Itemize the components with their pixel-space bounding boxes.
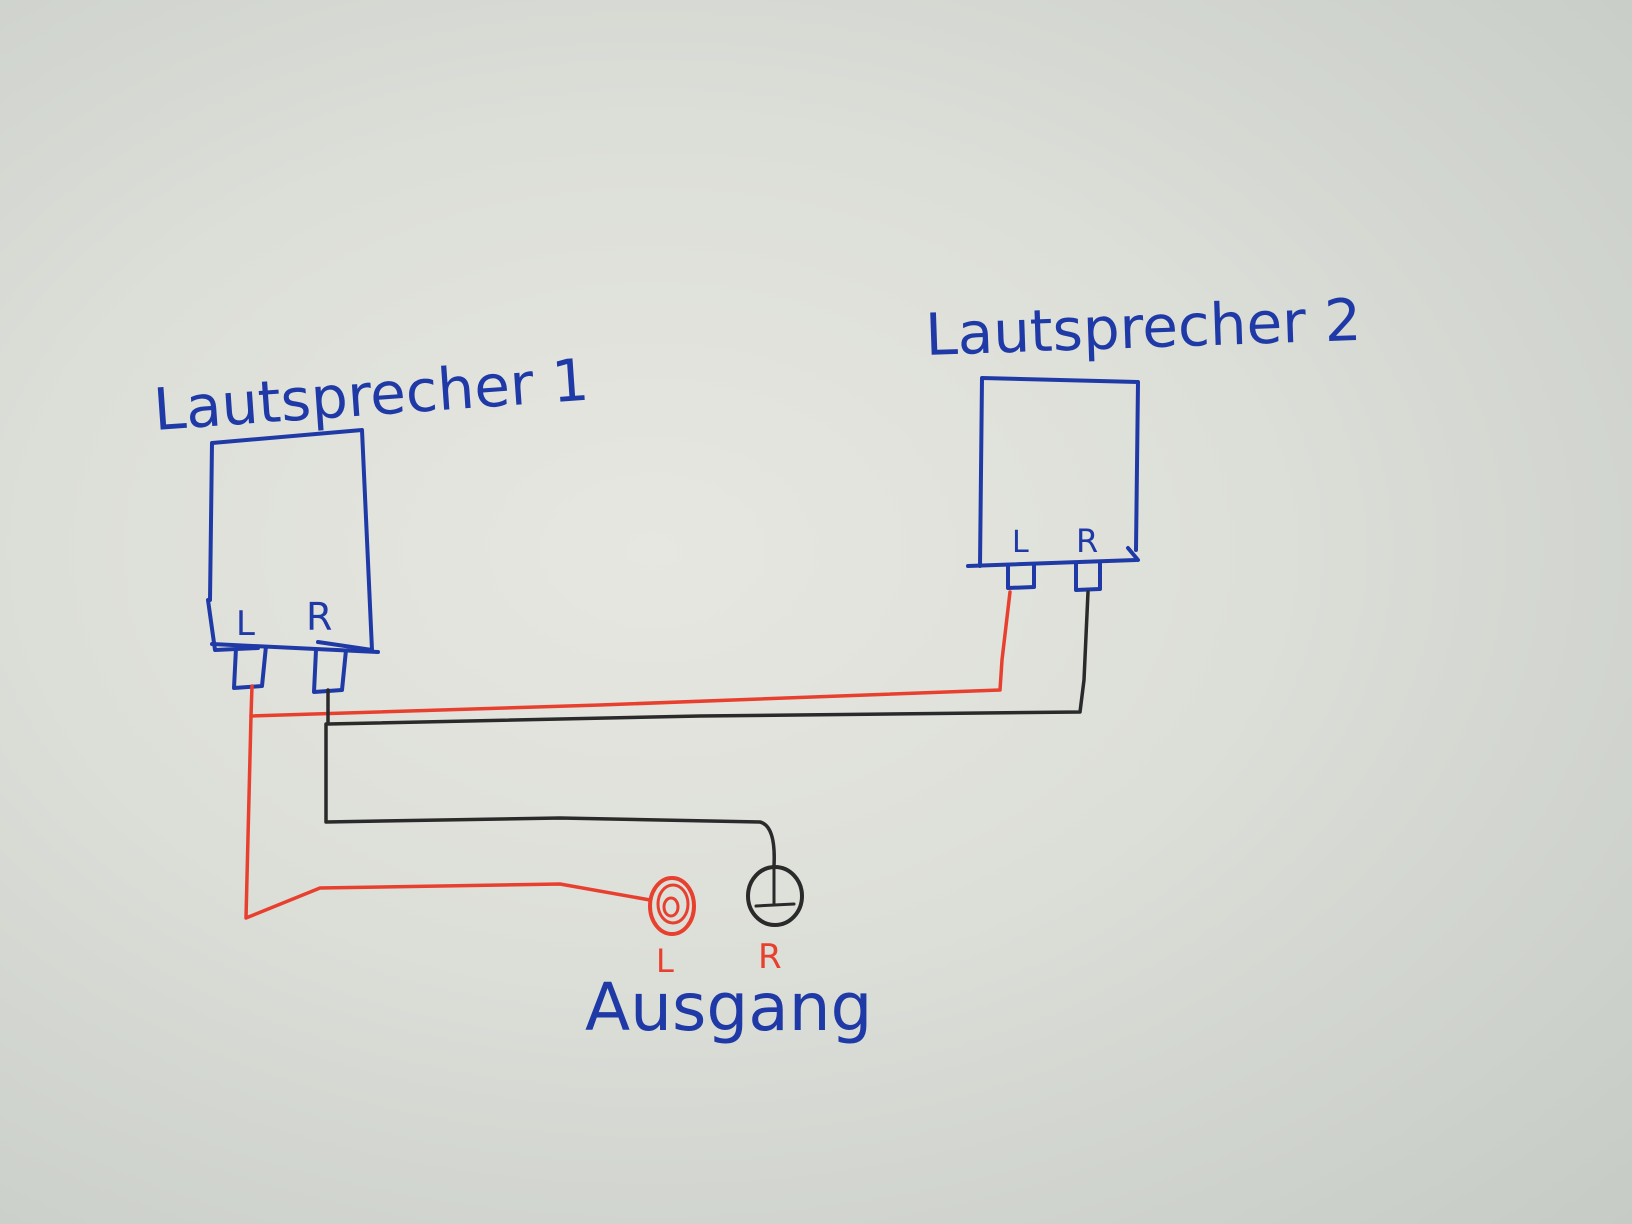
- output-jack-l: [648, 876, 696, 936]
- speaker-1: Lautsprecher 1 L R: [151, 346, 591, 694]
- speaker-1-title: Lautsprecher 1: [151, 346, 591, 444]
- red-wire-to-output-l: [244, 714, 652, 920]
- output-jack-r: [746, 865, 804, 927]
- speaker-2-title: Lautsprecher 2: [924, 286, 1362, 369]
- speaker-2-terminal-r: [1074, 562, 1102, 592]
- output-jack-l-label: L: [656, 942, 674, 980]
- speaker-1-terminal-l: [232, 645, 268, 690]
- speaker-2-box: [978, 376, 1140, 568]
- speaker-1-bottom-edge: [210, 642, 380, 654]
- speaker-2: Lautsprecher 2 L R: [924, 286, 1362, 592]
- wires: [244, 590, 1090, 920]
- speaker-2-bottom-edge: [966, 546, 1140, 568]
- speaker-1-terminal-r: [312, 649, 348, 694]
- output: L R Ausgang: [585, 865, 872, 1046]
- black-wire-speaker-link: [326, 590, 1090, 726]
- speaker-2-terminal-l-label: L: [1012, 525, 1029, 560]
- output-title: Ausgang: [585, 969, 872, 1046]
- speaker-2-terminal-r-label: R: [1076, 522, 1098, 560]
- red-wire-speaker-link: [249, 590, 1012, 718]
- speaker-1-terminal-l-label: L: [236, 604, 255, 644]
- speaker-2-terminal-l: [1006, 564, 1036, 590]
- output-jack-r-label: R: [758, 937, 782, 977]
- speaker-1-terminal-r-label: R: [306, 595, 332, 639]
- speaker-1-box: [206, 428, 374, 652]
- black-wire-to-output-r: [324, 722, 776, 868]
